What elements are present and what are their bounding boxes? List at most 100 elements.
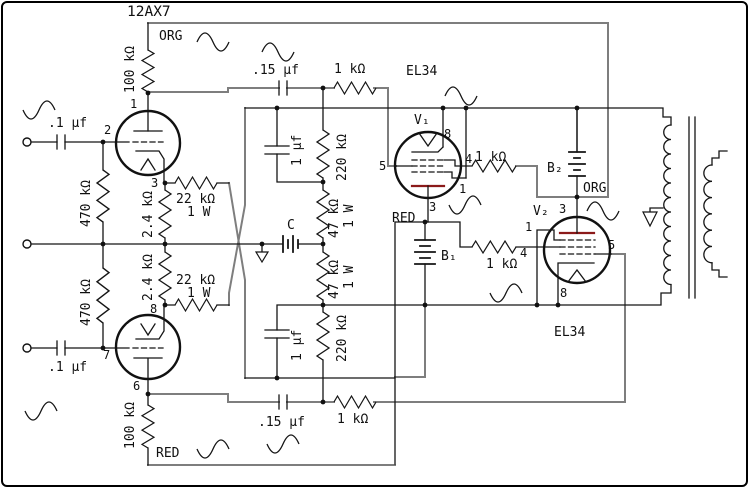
pin-v1-3: 3 <box>429 200 436 214</box>
label-cap-015-top: .15 μf <box>252 63 299 78</box>
label-cap-015-bottom: .15 μf <box>258 415 305 430</box>
secondary-leads <box>711 150 728 278</box>
label-r1k-bottom: 1 kΩ <box>337 412 368 427</box>
core-lines <box>688 116 696 299</box>
label-b2: B₂ <box>547 161 563 176</box>
wire-cross-coupled-x <box>227 107 246 379</box>
wire-top-coupling <box>147 87 397 167</box>
triode-lower-12ax7 <box>114 304 182 395</box>
center-tap-lead <box>649 207 664 213</box>
cap-015uf-top <box>278 80 288 96</box>
label-r1k-v2: 1 kΩ <box>486 257 517 272</box>
batteries <box>282 107 586 306</box>
junction-dots <box>100 85 580 405</box>
wire-org-supply <box>147 22 609 198</box>
gray-wires <box>147 22 626 466</box>
output-transformer <box>642 116 728 299</box>
cap-01uf-top <box>56 134 66 150</box>
title-12ax7: 12AX7 <box>127 4 171 20</box>
pin-v2-5: 5 <box>608 238 615 252</box>
heater-chevron <box>140 323 156 337</box>
heater-chevron <box>567 268 587 283</box>
label-r47k-upper-watt: 1 W <box>342 204 357 228</box>
label-b1: B₁ <box>441 249 457 264</box>
label-c1uf-bottom: 1 μf <box>290 330 305 361</box>
label-el34-bottom: EL34 <box>554 325 585 340</box>
pin-v1-5: 5 <box>379 159 386 173</box>
wire-red-supply <box>147 304 426 466</box>
screen-lead <box>443 159 473 167</box>
pin-v2-4: 4 <box>520 246 527 260</box>
label-c1uf-top: 1 μf <box>290 135 305 166</box>
pin-upper-3: 3 <box>151 176 158 190</box>
heater-chevron <box>140 157 156 171</box>
label-r47k-lower: 47 kΩ <box>327 260 342 299</box>
capacitors <box>56 80 290 410</box>
input-terminals <box>22 137 32 353</box>
label-org-top: ORG <box>159 29 183 44</box>
label-r22k-bottom: 22 kΩ <box>176 273 215 288</box>
label-r470k-top: 470 kΩ <box>79 180 94 227</box>
suppressor-lead <box>536 229 561 306</box>
label-red-v1: RED <box>392 211 416 226</box>
primary-winding <box>663 124 672 286</box>
label-r1k-v1: 1 kΩ <box>475 150 506 165</box>
grid-dashes <box>411 159 445 173</box>
cap-015uf-bottom <box>278 394 288 410</box>
wire-top-bus <box>244 107 672 179</box>
cathode-line <box>557 262 595 306</box>
plate-line <box>133 357 163 395</box>
pin-v2-1: 1 <box>525 220 532 234</box>
label-r47k-upper: 47 kΩ <box>327 199 342 238</box>
pin-v2-3: 3 <box>559 202 566 216</box>
cap-01uf-bottom <box>56 340 66 356</box>
wire-bottom-bus <box>276 284 672 331</box>
suppressor-lead <box>443 171 467 179</box>
tube-envelope <box>114 109 182 177</box>
label-cap-01-bottom: .1 μf <box>48 360 87 375</box>
label-r47k-lower-watt: 1 W <box>342 265 357 289</box>
label-r100k-top: 100 kΩ <box>123 46 138 93</box>
cathode-line <box>411 146 444 153</box>
cap-1uf-top <box>264 145 290 155</box>
label-r22k-bottom-watt: 1 W <box>187 286 211 301</box>
label-r220k-bottom: 220 kΩ <box>335 315 350 362</box>
cathode-line <box>135 150 165 184</box>
label-v1: V₁ <box>414 113 430 128</box>
label-r2k4-bottom: 2.4 kΩ <box>141 254 156 301</box>
label-v2: V₂ <box>533 204 549 219</box>
label-r470k-bottom: 470 kΩ <box>79 279 94 326</box>
triode-upper-12ax7 <box>114 109 182 184</box>
pin-lower-6: 6 <box>133 379 140 393</box>
pin-lower-7: 7 <box>103 348 110 362</box>
el34-v2 <box>536 196 612 306</box>
label-r1k-top: 1 kΩ <box>334 62 365 77</box>
label-r2k4-top: 2.4 kΩ <box>141 191 156 238</box>
label-el34-top: EL34 <box>406 64 437 79</box>
pin-upper-1: 1 <box>130 97 137 111</box>
ground-symbol-transformer <box>642 211 658 228</box>
pin-v2-8: 8 <box>560 286 567 300</box>
grid-dashes <box>559 239 596 255</box>
ground-symbol-bias <box>254 251 270 264</box>
label-c-battery: C <box>287 218 295 233</box>
input-terminal-top <box>22 137 32 147</box>
cap-1uf-bottom <box>264 329 290 339</box>
cathode-line <box>135 304 165 340</box>
label-cap-01-top: .1 μf <box>48 116 87 131</box>
pin-v1-4: 4 <box>465 152 472 166</box>
label-r22k-top: 22 kΩ <box>176 192 215 207</box>
wire-bottom-coupling <box>147 253 626 403</box>
input-terminal-bottom <box>22 343 32 353</box>
input-terminal-middle <box>22 239 32 249</box>
pin-v1-1: 1 <box>459 182 466 196</box>
pin-v1-8: 8 <box>444 127 451 141</box>
pin-upper-2: 2 <box>104 123 111 137</box>
label-r22k-top-watt: 1 W <box>187 205 211 220</box>
el34-v1 <box>393 130 473 223</box>
pin-lower-8: 8 <box>150 302 157 316</box>
battery-c <box>282 235 299 253</box>
